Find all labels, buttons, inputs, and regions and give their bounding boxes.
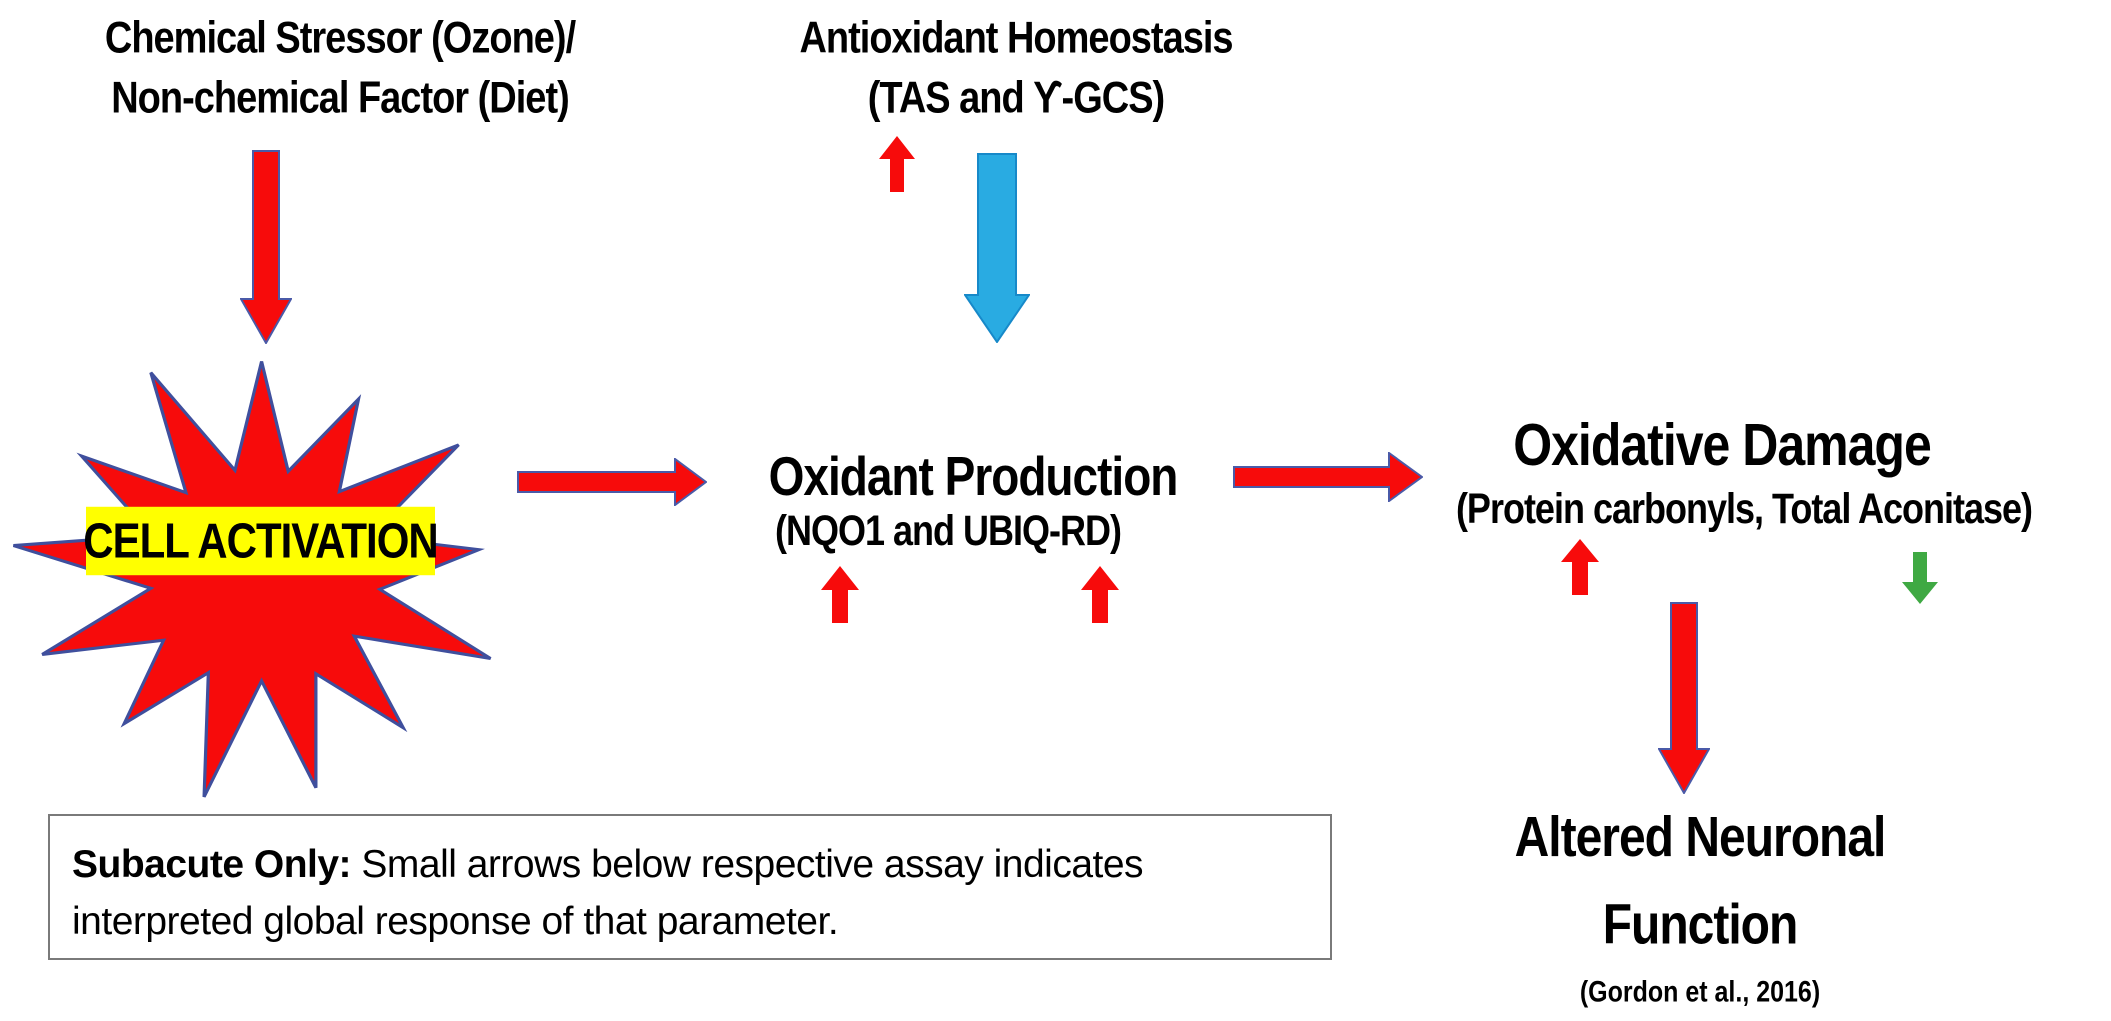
cell-activation-label: CELL ACTIVATION	[83, 506, 439, 576]
oxidant-to-damage-arrow-icon	[1233, 452, 1423, 502]
altered-neuronal-title: Altered Neuronal Function	[1440, 795, 1960, 970]
subacute-note-rest: Small arrows below respective assay indi…	[351, 843, 1144, 886]
altered-neuronal-citation: (Gordon et al., 2016)	[1579, 975, 1821, 1009]
altered-neuronal-line2: Function	[1602, 893, 1799, 957]
antioxidant-line1: Antioxidant Homeostasis	[799, 13, 1233, 64]
antioxidant-homeostasis-label: Antioxidant Homeostasis (TAS and ϒ-GCS)	[736, 9, 1296, 129]
tas-up-arrow-icon	[879, 136, 915, 192]
subacute-note-line2: interpreted global response of that para…	[72, 900, 839, 943]
antioxidant-line2: (TAS and ϒ-GCS)	[867, 73, 1165, 124]
carbonyls-up-arrow-icon	[1561, 539, 1599, 595]
oxidative-damage-assays: (Protein carbonyls, Total Aconitase)	[1455, 484, 2033, 533]
subacute-note-box: Subacute Only: Small arrows below respec…	[48, 814, 1332, 960]
chemical-stressor-label: Chemical Stressor (Ozone)/ Non-chemical …	[60, 9, 620, 129]
subacute-note-line1: Subacute Only: Small arrows below respec…	[72, 836, 1308, 893]
oxidant-production-title: Oxidant Production	[768, 445, 1179, 507]
oxidant-production-assays: (NQO1 and UBIQ-RD)	[775, 506, 1122, 555]
subacute-note-prefix: Subacute Only:	[72, 843, 352, 886]
aconitase-down-arrow-icon	[1902, 552, 1938, 604]
nqo1-up-arrow-icon	[821, 566, 859, 623]
antioxidant-blue-down-arrow-icon	[964, 153, 1030, 343]
cell-activation-starburst-icon	[12, 361, 492, 798]
altered-neuronal-line1: Altered Neuronal	[1514, 806, 1887, 870]
damage-to-neuronal-arrow-icon	[1658, 602, 1710, 794]
chemical-stressor-line1: Chemical Stressor (Ozone)/	[104, 13, 576, 64]
ubiq-up-arrow-icon	[1081, 566, 1119, 623]
activation-to-oxidant-arrow-icon	[517, 458, 707, 506]
stressor-down-arrow-icon	[240, 150, 292, 344]
chemical-stressor-line2: Non-chemical Factor (Diet)	[111, 73, 570, 124]
oxidative-damage-title: Oxidative Damage	[1513, 411, 1932, 479]
